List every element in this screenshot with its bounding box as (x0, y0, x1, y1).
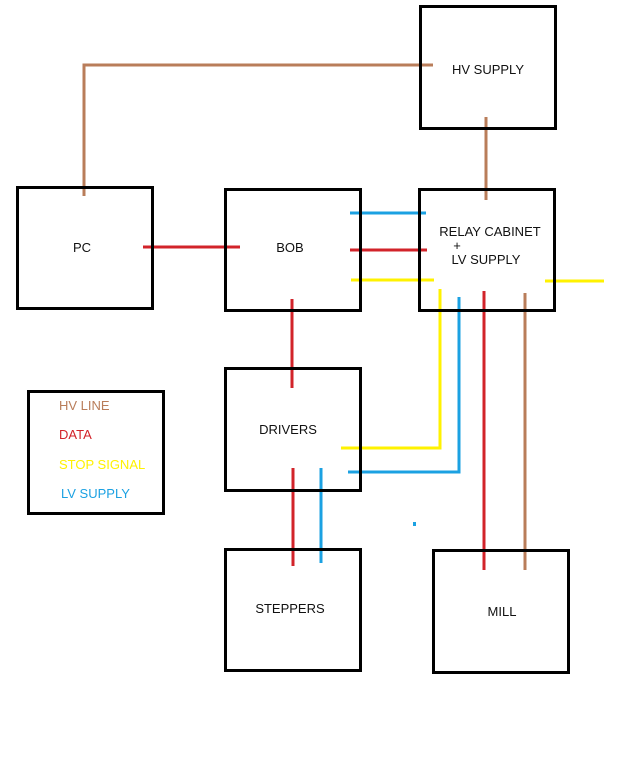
steppers-box (224, 548, 362, 672)
relay-cabinet-label-line2: + (453, 238, 461, 253)
stray-lv-dot (413, 522, 416, 526)
bob-box (224, 188, 362, 312)
mill-box (432, 549, 570, 674)
relay-cabinet-label-line3: LV SUPPLY (451, 252, 521, 267)
drivers-box (224, 367, 362, 492)
steppers-label: STEPPERS (255, 601, 325, 616)
wire-hv-supply-to-pc (82, 63, 433, 196)
hv-supply-label: HV SUPPLY (451, 62, 524, 77)
wire-relay-to-drivers-stop (341, 289, 442, 450)
relay-cabinet-label-line1: RELAY CABINET (439, 224, 541, 239)
bob-label: BOB (276, 240, 304, 255)
legend-item-stop-signal: STOP SIGNAL (59, 457, 146, 472)
legend-item-lv-supply: LV SUPPLY (61, 486, 130, 501)
pc-box (16, 186, 154, 310)
relay-cabinet-box (418, 188, 556, 312)
legend-box (27, 390, 165, 515)
legend-item-hv-line: HV LINE (59, 398, 110, 413)
hv-supply-box (419, 5, 557, 130)
wire-relay-to-drivers-lv (348, 297, 461, 474)
legend-item-data: DATA (59, 427, 92, 442)
pc-label: PC (72, 240, 92, 255)
drivers-label: DRIVERS (259, 422, 317, 437)
mill-label: MILL (487, 604, 517, 619)
